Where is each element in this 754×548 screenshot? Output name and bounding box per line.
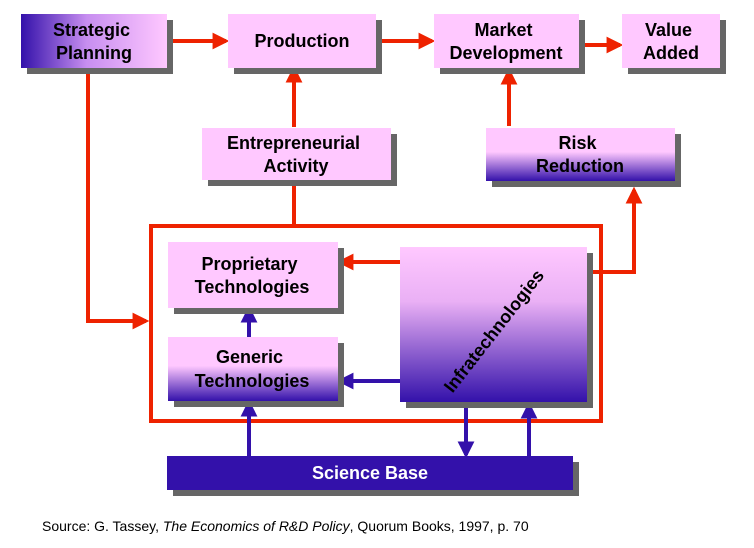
- value-added-label: Value Added: [643, 20, 699, 63]
- box-shadows: [27, 20, 726, 496]
- red-arrows: [86, 32, 643, 330]
- science-base-box: [167, 456, 573, 490]
- technology-group-frame: [149, 224, 603, 423]
- risk-reduction-label: Risk Reduction: [536, 133, 624, 176]
- market-development-box: [434, 14, 579, 68]
- entrepreneurial-activity-label: Entrepreneurial Activity: [227, 133, 365, 176]
- production-label: Production: [255, 31, 350, 51]
- arrow-infra-to-risk: [592, 186, 643, 274]
- production-box: [228, 14, 376, 68]
- strategic-planning-label: Strategic Planning: [53, 20, 135, 63]
- proprietary-technologies-box: [168, 242, 338, 308]
- generic-technologies-label: Generic Technologies: [195, 347, 310, 391]
- market-development-label: Market Development: [449, 20, 562, 63]
- strategic-planning-box: [21, 14, 167, 68]
- source-prefix: Source: G. Tassey,: [42, 518, 163, 534]
- entrepreneurial-activity-box: [202, 128, 391, 180]
- science-base-label: Science Base: [312, 463, 428, 483]
- proprietary-technologies-label: Proprietary Technologies: [195, 254, 310, 297]
- value-added-box: [622, 14, 720, 68]
- source-citation: Source: G. Tassey, The Economics of R&D …: [42, 518, 529, 534]
- risk-reduction-box: [486, 128, 675, 181]
- arrow-planning-to-frame: [86, 69, 150, 330]
- generic-technologies-box: [168, 337, 338, 401]
- blue-arrows: [240, 305, 538, 459]
- source-book-title: The Economics of R&D Policy: [162, 518, 350, 534]
- source-suffix: , Quorum Books, 1997, p. 70: [349, 518, 529, 534]
- infratechnologies-box: [400, 247, 587, 402]
